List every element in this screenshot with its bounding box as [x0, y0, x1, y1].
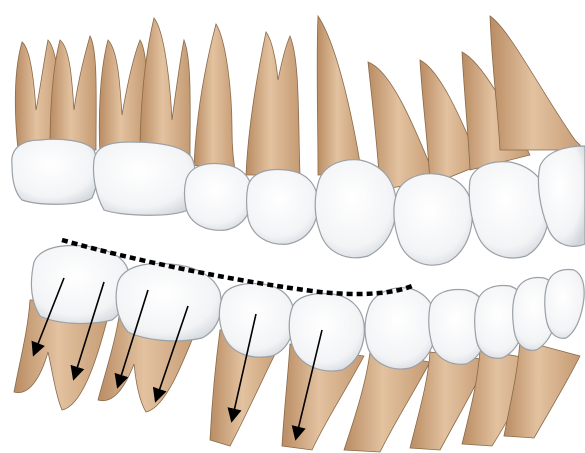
upper-premolar	[185, 164, 253, 231]
upper-incisor	[469, 162, 549, 258]
upper-root	[50, 36, 96, 150]
upper-root	[99, 40, 147, 155]
upper-premolar	[247, 170, 319, 245]
lower-premolar	[289, 294, 364, 372]
lower-premolar	[219, 284, 294, 358]
lower-molar	[116, 264, 221, 341]
lower-incisor	[545, 270, 584, 339]
lower-canine	[365, 288, 436, 369]
upper-root	[194, 24, 236, 175]
lower-molar	[32, 246, 130, 324]
lower-root	[504, 340, 580, 438]
upper-canine	[315, 160, 396, 258]
upper-root	[140, 18, 190, 160]
upper-molar	[93, 142, 195, 215]
upper-arch	[12, 16, 585, 265]
upper-molar	[12, 139, 98, 204]
upper-root	[317, 16, 362, 175]
lower-arch	[14, 246, 584, 452]
upper-root	[490, 16, 585, 150]
upper-root	[246, 32, 300, 175]
upper-incisor	[394, 174, 472, 265]
